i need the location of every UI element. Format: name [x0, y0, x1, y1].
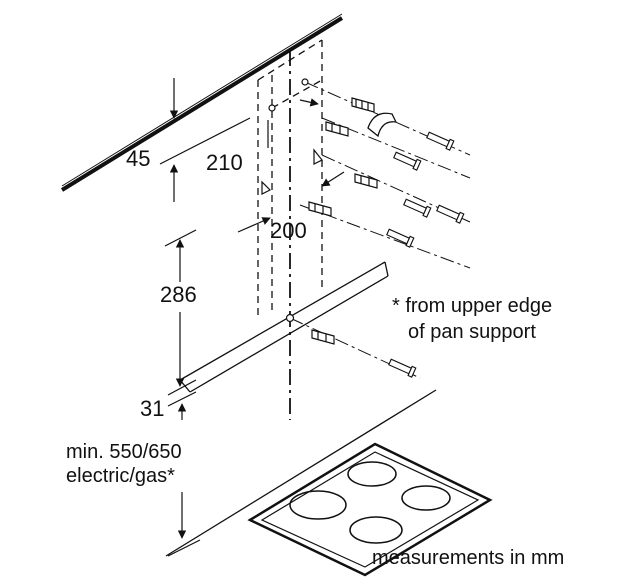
min-height-label: min. 550/650 [66, 441, 182, 463]
min-height-sublabel: electric/gas* [66, 465, 175, 487]
cooktop [165, 389, 493, 577]
wall-plug-icon [308, 97, 378, 345]
wall-bracket-icon [367, 112, 398, 138]
dim-200-label: 200 [270, 218, 307, 243]
screw-icon [386, 131, 465, 378]
footnote-line-2: of pan support [408, 321, 536, 343]
dim-210-label: 210 [206, 150, 243, 175]
dim-45-label: 45 [126, 146, 150, 171]
dim-31-label: 31 [140, 396, 164, 421]
hood-rail [179, 261, 389, 393]
dimension-lines [159, 78, 345, 557]
ceiling-edge [60, 13, 344, 192]
dim-286-label: 286 [160, 282, 197, 307]
footnote-line-1: * from upper edge [392, 295, 552, 317]
units-note: measurements in mm [372, 547, 564, 569]
mounting-marks [261, 78, 323, 323]
